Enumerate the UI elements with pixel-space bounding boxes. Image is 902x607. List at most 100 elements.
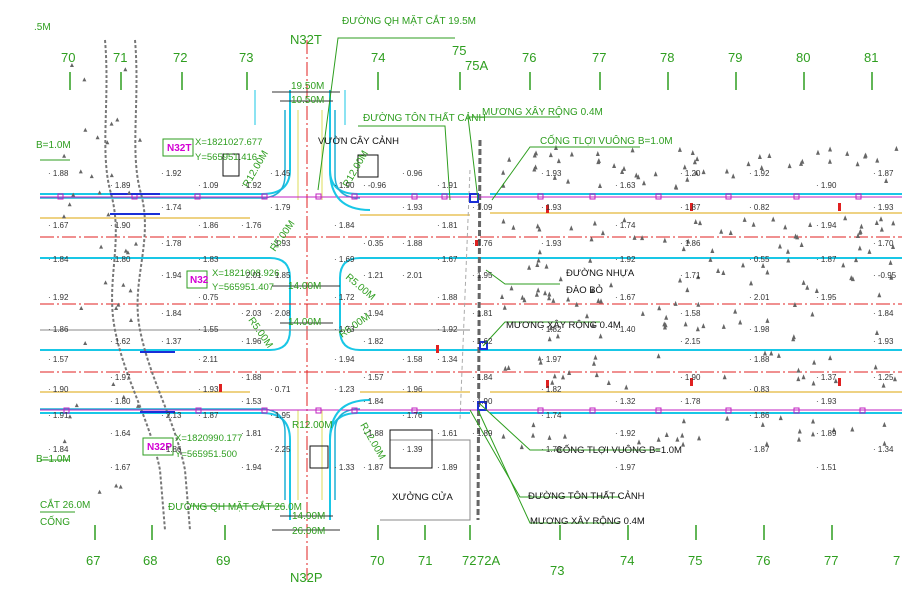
dim-19-50m: 19.50M	[291, 81, 324, 92]
tree-mark	[501, 433, 506, 439]
tree-mark	[742, 216, 747, 222]
tree-mark	[121, 282, 126, 287]
station-75b: 75	[688, 553, 702, 568]
tree-mark	[82, 77, 87, 82]
label-cong: CỐNG	[40, 514, 70, 528]
elevation-value: · 1.76	[472, 239, 493, 248]
elevation-value: · 2.01	[241, 271, 262, 280]
station-72a: 72A	[477, 553, 500, 568]
elevation-value: · 1.92	[161, 169, 182, 178]
tree-mark	[765, 269, 770, 275]
tree-mark	[701, 323, 706, 329]
label-ton-that-canh-top: ĐƯỜNG TÔN THẤT CẢNH	[363, 111, 486, 124]
corner-arcs	[329, 169, 371, 441]
tree-mark	[83, 340, 88, 345]
tree-mark	[741, 262, 746, 268]
tree-mark	[791, 334, 796, 340]
tree-mark	[751, 221, 756, 227]
tree-mark	[544, 263, 549, 269]
tree-mark	[79, 306, 84, 311]
elevation-value: · 1.62	[472, 337, 493, 346]
tree-mark	[534, 291, 539, 297]
tree-mark	[634, 172, 639, 178]
elevation-value: · 1.93	[873, 337, 894, 346]
tree-mark	[719, 228, 724, 234]
tree-mark	[859, 223, 864, 229]
tree-mark	[501, 218, 506, 224]
dim-10-50m: 10.50M	[291, 95, 324, 106]
tree-mark	[598, 333, 603, 339]
elevation-value: · 1.86	[48, 325, 69, 334]
tree-mark	[812, 359, 817, 365]
elevation-value: · 1.93	[873, 203, 894, 212]
tree-mark	[636, 439, 641, 445]
tree-mark	[656, 353, 661, 359]
tree-mark	[501, 169, 506, 175]
elevation-value: · 1.93	[402, 203, 423, 212]
elevation-value: · 1.34	[873, 445, 894, 454]
elevation-value: · -0.96	[363, 181, 387, 190]
tree-mark	[597, 182, 602, 188]
radius-labels: R12.00M R12.00M R5.00M R5.00M R5.00M R5.…	[241, 149, 387, 462]
node-n32-y: Y=565951.407	[212, 282, 274, 293]
elevation-value: · 0.75	[198, 293, 219, 302]
tree-mark	[797, 428, 802, 434]
dim-26-00m: 26.00M	[292, 526, 325, 537]
label-planned-section-top: ĐƯỜNG QH MẶT CẮT 19.5M	[342, 14, 476, 27]
tree-mark	[599, 298, 604, 304]
elevation-value: · 1.84	[873, 309, 894, 318]
elevation-value: · 1.40	[615, 325, 636, 334]
tree-mark	[697, 435, 702, 441]
elevation-value: · 2.03	[241, 309, 262, 318]
elevation-value: · 1.90	[472, 397, 493, 406]
tree-mark	[881, 382, 886, 388]
label-culvert-top: CỐNG TLỢI VUÔNG B=1.0M	[540, 133, 673, 147]
tree-mark	[531, 432, 536, 438]
tree-mark	[722, 374, 727, 380]
elevation-value: · 1.94	[241, 463, 262, 472]
tree-mark	[632, 234, 637, 240]
node-n32t-top: N32T	[290, 32, 322, 47]
station-78: 78	[660, 50, 674, 65]
elevation-value: · -0.95	[873, 271, 897, 280]
tree-mark	[769, 350, 774, 356]
centre-lines	[40, 40, 902, 580]
elevation-value: · 1.92	[241, 181, 262, 190]
tree-mark	[606, 380, 611, 386]
stakes	[219, 203, 841, 392]
elevation-value: · 1.53	[241, 397, 262, 406]
elevation-value: · 1.39	[402, 445, 423, 454]
tree-mark	[695, 156, 700, 162]
tree-mark	[815, 149, 820, 155]
tree-mark	[850, 426, 855, 432]
tree-mark	[535, 223, 540, 229]
tree-mark	[537, 226, 542, 232]
elevation-value: · 1.93	[541, 239, 562, 248]
tree-mark	[749, 280, 754, 286]
tree-mark	[891, 220, 896, 226]
tree-mark	[594, 372, 599, 378]
ditch-outline	[104, 39, 191, 531]
tree-mark	[845, 150, 850, 156]
station-77b: 77	[824, 553, 838, 568]
station-74b: 74	[620, 553, 634, 568]
elevation-value: · 1.93	[816, 397, 837, 406]
tree-mark	[843, 215, 848, 221]
elevation-value: · 1.92	[749, 169, 770, 178]
tree-mark	[892, 376, 897, 382]
elevation-value: · 1.93	[541, 169, 562, 178]
tree-mark	[109, 173, 114, 178]
elevation-value: · 1.90	[816, 181, 837, 190]
tree-mark	[882, 440, 887, 446]
elevation-value: · 1.70	[873, 239, 894, 248]
tree-mark	[793, 233, 798, 239]
node-n32p-bottom: N32P	[290, 570, 323, 585]
elevation-value: · 2.01	[402, 271, 423, 280]
label-section-left: CẮT 26.0M	[40, 498, 90, 511]
tree-mark	[831, 427, 836, 433]
tree-mark	[69, 63, 74, 68]
station-80: 80	[796, 50, 810, 65]
elevation-value: · 1.84	[161, 309, 182, 318]
elevation-value: · 1.45	[270, 169, 291, 178]
